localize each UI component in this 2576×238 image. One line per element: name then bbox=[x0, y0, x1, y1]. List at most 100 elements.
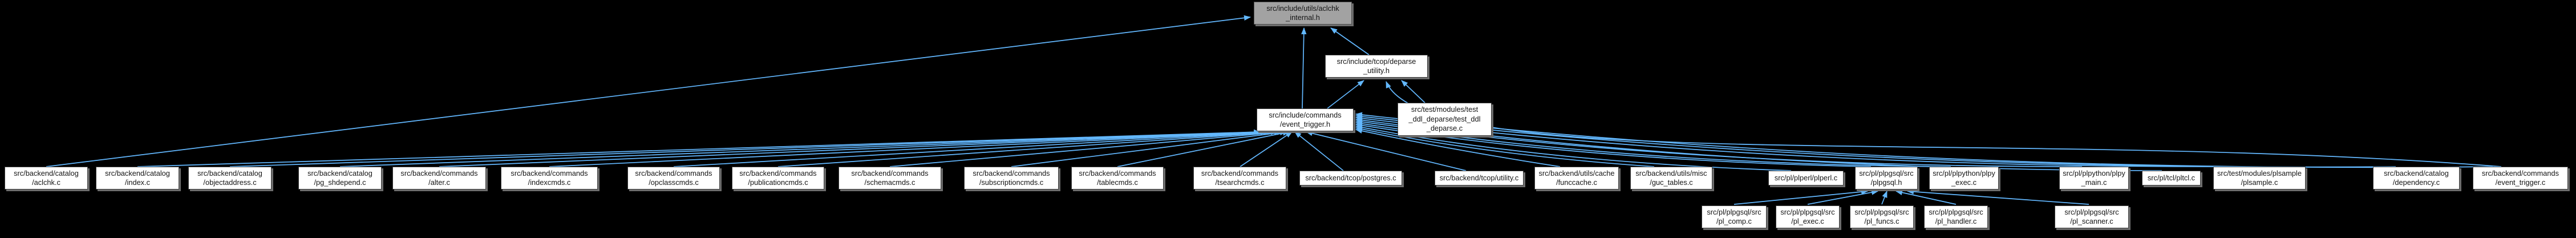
graph-node-label: src/pl/plpgsql/src bbox=[1854, 207, 1909, 216]
graph-node-label: src/test/modules/test bbox=[1411, 105, 1479, 114]
edge-plperl-c-to-event-trigger-h bbox=[1355, 124, 1792, 171]
graph-node-label: _deparse.c bbox=[1426, 124, 1463, 133]
edge-pl-exec-c-to-plpgsql-h bbox=[1807, 189, 1878, 205]
graph-node-pl-scanner-c[interactable]: src/pl/plpgsql/src/pl_scanner.c bbox=[2055, 205, 2129, 228]
graph-node-aclchk-internal-h[interactable]: src/include/utils/aclchk_internal.h bbox=[1254, 2, 1352, 25]
edge-tsearchcmds-c-to-event-trigger-h bbox=[1240, 131, 1293, 167]
graph-node-label: src/pl/plpython/plpy bbox=[2063, 168, 2125, 178]
graph-node-label: _main.c bbox=[2081, 178, 2107, 187]
graph-node-label: src/test/modules/plsample bbox=[2217, 168, 2302, 178]
graph-node-label: src/backend/commands bbox=[635, 168, 712, 178]
graph-node-pltcl-c[interactable]: src/pl/tcl/pltcl.c bbox=[2142, 171, 2201, 185]
graph-node-label: /index.c bbox=[124, 178, 151, 187]
graph-node-label: src/pl/tcl/pltcl.c bbox=[2147, 173, 2196, 182]
graph-node-label: /pl_handler.c bbox=[1935, 217, 1977, 225]
graph-node-label: _ddl_deparse/test_ddl bbox=[1408, 114, 1481, 123]
edge-index-c-to-event-trigger-h bbox=[137, 129, 1261, 167]
graph-node-label: src/include/tcop/deparse bbox=[1336, 57, 1416, 66]
graph-node-label: src/backend/commands bbox=[400, 168, 478, 178]
graph-node-label: /tsearchcmds.c bbox=[1215, 178, 1265, 187]
graph-node-subscriptioncmds-c[interactable]: src/backend/commands/subscriptioncmds.c bbox=[964, 167, 1059, 189]
graph-node-label: /publicationcmds.c bbox=[748, 178, 808, 187]
edge-funccache-c-to-event-trigger-h bbox=[1355, 128, 1561, 167]
graph-node-label: src/backend/commands bbox=[1201, 168, 1279, 178]
graph-node-label: _utility.h bbox=[1363, 66, 1390, 75]
graph-node-pl-funcs-c[interactable]: src/pl/plpgsql/src/pl_funcs.c bbox=[1850, 205, 1914, 228]
graph-node-label: /event_trigger.h bbox=[1279, 120, 1331, 128]
edge-objectaddress-c-to-event-trigger-h bbox=[229, 129, 1264, 167]
graph-node-label: /dependency.c bbox=[2392, 178, 2440, 187]
graph-node-label: /pl_scanner.c bbox=[2070, 217, 2113, 225]
graph-node-indexcmds-c[interactable]: src/backend/commands/indexcmds.c bbox=[501, 167, 598, 189]
graph-node-label: /schemacmds.c bbox=[864, 178, 916, 187]
graph-node-tsearchcmds-c[interactable]: src/backend/commands/tsearchcmds.c bbox=[1193, 167, 1286, 189]
graph-node-plpy-main-c[interactable]: src/pl/plpython/plpy_main.c bbox=[2059, 167, 2129, 189]
graph-node-aclchk-c[interactable]: src/backend/catalog/aclchk.c bbox=[5, 167, 88, 189]
graph-node-plpgsql-h[interactable]: src/pl/plpgsql/src/plpgsql.h bbox=[1855, 167, 1918, 189]
graph-node-label: src/backend/catalog bbox=[14, 168, 79, 178]
graph-node-label: /guc_tables.c bbox=[1650, 178, 1693, 187]
graph-node-tablecmds-c[interactable]: src/backend/commands/tablecmds.c bbox=[1071, 167, 1164, 189]
graph-node-label: /funccache.c bbox=[1556, 178, 1597, 187]
graph-node-label: src/backend/commands bbox=[511, 168, 588, 178]
edge-pg-shdepend-c-to-event-trigger-h bbox=[339, 129, 1267, 167]
graph-node-label: src/pl/plperl/plperl.c bbox=[1774, 173, 1838, 182]
graph-node-alter-c[interactable]: src/backend/commands/alter.c bbox=[392, 167, 486, 189]
graph-node-label: src/backend/catalog bbox=[105, 168, 170, 178]
graph-node-label: /plsample.c bbox=[2241, 178, 2278, 187]
edge-event-trigger-h-to-aclchk-internal-h bbox=[1301, 27, 1307, 109]
graph-node-test-ddl-deparse-c[interactable]: src/test/modules/test_ddl_deparse/test_d… bbox=[1398, 103, 1492, 136]
graph-node-label: src/pl/plpgsql/src bbox=[1780, 207, 1835, 216]
edge-schemacmds-c-to-event-trigger-h bbox=[889, 130, 1284, 167]
graph-node-label: src/backend/catalog bbox=[197, 168, 262, 178]
edge-alter-c-to-event-trigger-h bbox=[439, 129, 1271, 167]
graph-node-plpy-exec-c[interactable]: src/pl/plpython/plpy_exec.c bbox=[1929, 167, 1999, 189]
graph-node-label: /opclasscmds.c bbox=[649, 178, 699, 187]
graph-node-pg-shdepend-c[interactable]: src/backend/catalog/pg_shdepend.c bbox=[298, 167, 382, 189]
graph-node-label: src/backend/commands bbox=[739, 168, 817, 178]
edge-subscriptioncmds-c-to-event-trigger-h bbox=[1011, 130, 1287, 167]
graph-node-publicationcmds-c[interactable]: src/backend/commands/publicationcmds.c bbox=[732, 167, 824, 189]
graph-node-label: /objectaddress.c bbox=[203, 178, 257, 187]
graph-node-plperl-c[interactable]: src/pl/plperl/plperl.c bbox=[1768, 171, 1844, 185]
graph-node-label: src/pl/plpython/plpy bbox=[1933, 168, 1995, 178]
edge-test-ddl-deparse-c-to-deparse-utility-h bbox=[1401, 80, 1425, 103]
graph-node-label: src/backend/tcop/utility.c bbox=[1439, 173, 1519, 182]
edge-pl-handler-c-to-plpgsql-h bbox=[1895, 189, 1957, 205]
graph-node-label: /pl_exec.c bbox=[1791, 217, 1824, 225]
edge-pl-comp-c-to-plpgsql-h bbox=[1733, 189, 1868, 205]
graph-node-label: src/include/commands bbox=[1269, 110, 1342, 119]
edge-pl-funcs-c-to-plpgsql-h bbox=[1881, 191, 1888, 205]
graph-node-label: /subscriptioncmds.c bbox=[979, 178, 1044, 187]
graph-node-label: /aclchk.c bbox=[32, 178, 60, 187]
graph-node-plsample-c[interactable]: src/test/modules/plsample/plsample.c bbox=[2213, 167, 2306, 189]
graph-node-schemacmds-c[interactable]: src/backend/commands/schemacmds.c bbox=[839, 167, 941, 189]
graph-node-event-trigger-h[interactable]: src/include/commands/event_trigger.h bbox=[1257, 108, 1354, 131]
edge-publicationcmds-c-to-event-trigger-h bbox=[777, 130, 1281, 167]
edge-indexcmds-c-to-event-trigger-h bbox=[549, 129, 1274, 167]
graph-node-funccache-c[interactable]: src/backend/utils/cache/funccache.c bbox=[1534, 167, 1619, 189]
graph-node-label: src/backend/utils/cache bbox=[1538, 168, 1615, 178]
graph-node-opclasscmds-c[interactable]: src/backend/commands/opclasscmds.c bbox=[627, 167, 720, 189]
edge-event-trigger-c-to-deparse-utility-h bbox=[1386, 81, 2502, 167]
graph-node-index-c[interactable]: src/backend/catalog/index.c bbox=[96, 167, 179, 189]
graph-node-label: /pl_comp.c bbox=[1716, 217, 1752, 225]
graph-node-deparse-utility-h[interactable]: src/include/tcop/deparse_utility.h bbox=[1325, 55, 1428, 78]
graph-node-label: /indexcmds.c bbox=[528, 178, 571, 187]
graph-node-objectaddress-c[interactable]: src/backend/catalog/objectaddress.c bbox=[188, 167, 272, 189]
graph-node-dependency-c[interactable]: src/backend/catalog/dependency.c bbox=[2373, 167, 2460, 189]
graph-node-label: src/include/utils/aclchk bbox=[1266, 3, 1339, 13]
graph-node-pl-handler-c[interactable]: src/pl/plpgsql/src/pl_handler.c bbox=[1924, 205, 1988, 228]
graph-node-pl-comp-c[interactable]: src/pl/plpgsql/src/pl_comp.c bbox=[1702, 205, 1767, 228]
graph-node-utility-c[interactable]: src/backend/tcop/utility.c bbox=[1435, 171, 1524, 185]
graph-node-label: src/pl/plpgsql/src bbox=[1707, 207, 1761, 216]
graph-node-label: /event_trigger.c bbox=[2495, 178, 2546, 187]
graph-node-guc-tables-c[interactable]: src/backend/utils/misc/guc_tables.c bbox=[1630, 167, 1712, 189]
graph-node-label: /alter.c bbox=[428, 178, 450, 187]
graph-node-pl-exec-c[interactable]: src/pl/plpgsql/src/pl_exec.c bbox=[1776, 205, 1840, 228]
graph-node-label: src/backend/commands bbox=[2481, 168, 2559, 178]
graph-node-event-trigger-c[interactable]: src/backend/commands/event_trigger.c bbox=[2473, 167, 2568, 189]
edge-event-trigger-h-to-deparse-utility-h bbox=[1327, 80, 1364, 109]
graph-node-postgres-c[interactable]: src/backend/tcop/postgres.c bbox=[1299, 171, 1402, 185]
